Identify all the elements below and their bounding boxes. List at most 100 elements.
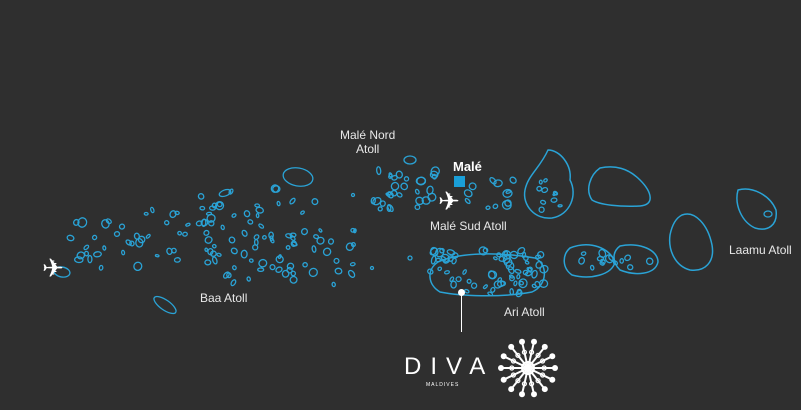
reef-island	[437, 266, 443, 272]
reef-island	[207, 247, 214, 256]
flower-tip	[519, 391, 525, 398]
reef-island	[261, 235, 267, 240]
reef-island	[252, 244, 259, 251]
flower-node	[540, 358, 546, 364]
flower-tip	[508, 386, 515, 393]
flower-branch	[521, 341, 529, 369]
reef-island	[613, 244, 659, 275]
reef-island	[204, 259, 212, 266]
reef-island	[166, 247, 173, 256]
reef-island	[464, 197, 471, 205]
reef-island	[255, 212, 260, 219]
reef-island	[72, 218, 80, 226]
reef-island	[492, 203, 499, 210]
mulaku-atoll-rim	[668, 213, 714, 271]
reef-island	[289, 197, 296, 205]
reef-island	[430, 246, 439, 257]
reef-island	[763, 210, 773, 218]
reef-island	[290, 240, 297, 247]
flower-tip	[500, 376, 507, 383]
reef-island	[327, 238, 335, 245]
reef-island	[197, 193, 205, 200]
reef-island	[285, 245, 291, 250]
reef-island	[449, 276, 455, 282]
reef-island	[93, 251, 102, 258]
reef-island	[113, 231, 121, 237]
reef-island	[482, 247, 489, 254]
reef-island	[137, 235, 146, 244]
reef-island	[222, 271, 230, 279]
reef-island	[557, 204, 563, 208]
reef-island	[275, 255, 284, 264]
reef-island	[505, 190, 512, 194]
flower-branch	[527, 341, 535, 369]
reef-island	[203, 229, 210, 236]
label-male-capital: Malé	[453, 159, 482, 174]
reef-island	[133, 261, 143, 272]
diva-logo-wordmark: DIVA	[404, 353, 495, 380]
reef-island	[508, 274, 514, 279]
reef-island	[258, 258, 268, 268]
reef-island	[552, 190, 559, 196]
reef-island	[125, 239, 132, 246]
reef-island	[522, 269, 529, 276]
reef-island	[489, 177, 497, 185]
reef-island	[322, 247, 332, 257]
reef-island	[174, 210, 180, 216]
reef-island	[98, 264, 104, 271]
reef-island	[541, 186, 549, 194]
flower-tip	[508, 343, 515, 350]
reef-island	[379, 200, 386, 207]
reef-island	[580, 251, 587, 256]
reef-island	[91, 234, 98, 241]
flower-tip	[549, 353, 556, 360]
flower-node	[515, 378, 521, 384]
reef-island	[153, 295, 177, 315]
reef-island	[376, 166, 382, 176]
reef-island	[215, 200, 225, 211]
reef-island	[73, 256, 84, 264]
reef-island	[246, 276, 251, 282]
reef-island	[268, 231, 274, 239]
reef-island	[550, 197, 558, 203]
reef-island	[230, 279, 237, 287]
reef-island	[255, 206, 264, 214]
reef-island	[414, 204, 421, 211]
reef-island	[386, 204, 392, 213]
reef-island	[87, 254, 93, 264]
reef-island	[121, 249, 126, 256]
reef-island	[248, 258, 254, 263]
flower-tip	[541, 386, 548, 393]
flower-branch	[503, 355, 529, 369]
flower-node	[528, 349, 535, 355]
reef-island	[182, 231, 188, 237]
reef-island	[403, 176, 410, 182]
reef-island	[370, 196, 376, 205]
reef-island	[334, 267, 343, 275]
reef-island	[289, 275, 298, 284]
flower-node	[510, 358, 516, 364]
flower-node	[528, 381, 535, 387]
reef-island	[331, 281, 336, 288]
reef-island	[619, 258, 625, 264]
reef-island	[281, 269, 290, 278]
diva-flower-logo	[498, 338, 558, 398]
laamu-atoll-rim	[736, 188, 777, 230]
flower-tip	[531, 391, 537, 398]
reef-island	[300, 228, 309, 236]
reef-island	[513, 280, 518, 287]
reef-island	[450, 280, 457, 289]
reef-island	[427, 192, 437, 202]
reef-island	[286, 262, 295, 270]
reef-island	[129, 240, 135, 247]
flower-branch	[527, 367, 546, 390]
reef-island	[493, 179, 503, 188]
flower-tip	[549, 376, 556, 383]
reef-island	[290, 270, 297, 277]
reef-island	[145, 233, 151, 239]
reef-island	[485, 205, 491, 210]
reef-island	[455, 276, 462, 283]
reef-island	[257, 267, 265, 273]
diva-logo-subtitle: MALDIVES	[426, 382, 460, 388]
flower-node	[521, 381, 528, 387]
